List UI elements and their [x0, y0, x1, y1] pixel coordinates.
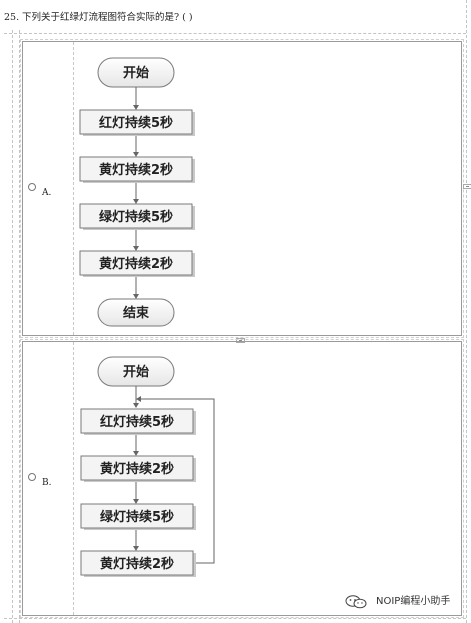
- option-a-label: A.: [42, 188, 52, 198]
- flow-a-step-4-shape: [79, 250, 193, 276]
- flow-b-start-label: 开始: [123, 364, 149, 380]
- flow-a-step-2-shape: [79, 156, 193, 182]
- question-row: 25. 下列关于红绿灯流程图符合实际的是? ( ): [4, 10, 464, 26]
- flow-a-step-3-label: 绿灯持续5秒: [99, 209, 173, 225]
- margin-guide-left: [12, 30, 13, 623]
- flow-a-arrowhead-2: [133, 152, 139, 157]
- option-b-label: B.: [42, 478, 52, 488]
- flow-a-arrowhead-3: [133, 199, 139, 204]
- flow-a-step-1-shape: [79, 109, 193, 135]
- margin-guide-bottom: [4, 618, 466, 619]
- flow-a-step-3-shape: [79, 203, 193, 229]
- flow-b-arrowhead-1: [133, 403, 139, 408]
- resize-handle-right[interactable]: [463, 184, 471, 189]
- flow-a-arrowhead-5: [133, 294, 139, 299]
- flow-a-step-2-label: 黄灯持续2秒: [99, 162, 173, 178]
- flow-a-end-label: 结束: [123, 305, 150, 321]
- flow-b-step-2-shape: [80, 455, 194, 481]
- flow-b-step-4-shape: [80, 550, 194, 576]
- question-text: 下列关于红绿灯流程图符合实际的是? ( ): [22, 12, 193, 23]
- option-a[interactable]: A. 开始 红灯持续5秒 黄灯持续2秒 绿灯持续5秒: [20, 39, 464, 338]
- flow-b-loop-line: [136, 398, 215, 564]
- flow-b-arrowhead-4: [133, 546, 139, 551]
- watermark-text: NOIP编程小助手: [376, 596, 451, 607]
- flowchart-b: 开始 红灯持续5秒 黄灯持续2秒 绿灯持续5秒 黄灯持续2秒: [80, 356, 215, 577]
- option-b-label-cell: B.: [23, 342, 74, 615]
- flow-b-step-4-label: 黄灯持续2秒: [100, 556, 174, 572]
- flow-a-end-shape: [97, 298, 175, 327]
- wechat-icon: [345, 595, 367, 609]
- question-number: 25.: [4, 12, 20, 23]
- margin-guide-right: [466, 0, 467, 623]
- flow-a-step-1-label: 红灯持续5秒: [99, 115, 173, 131]
- flow-b-step-3-label: 绿灯持续5秒: [100, 509, 174, 525]
- flow-b-step-1-shape: [80, 408, 194, 434]
- flow-a-start-label: 开始: [123, 65, 149, 81]
- flow-b-loop-arrowhead: [136, 396, 141, 402]
- option-b-radio[interactable]: [28, 473, 36, 481]
- margin-guide-top: [4, 33, 466, 34]
- flow-b-step-2-label: 黄灯持续2秒: [100, 461, 174, 477]
- flow-b-arrowhead-3: [133, 499, 139, 504]
- option-a-radio[interactable]: [28, 183, 36, 191]
- option-b[interactable]: B. 开始 红灯持续5秒 黄灯持续2秒 绿灯持续5秒: [20, 339, 464, 618]
- flowchart-a: 开始 红灯持续5秒 黄灯持续2秒 绿灯持续5秒 黄灯持续2秒 结束: [79, 57, 195, 327]
- margin-guide-left-inner: [19, 30, 20, 623]
- flow-a-arrowhead-1: [133, 105, 139, 110]
- flow-b-step-1-label: 红灯持续5秒: [100, 414, 174, 430]
- flow-a-arrowhead-4: [133, 246, 139, 251]
- flow-b-step-3-shape: [80, 503, 194, 529]
- option-a-label-cell: A.: [23, 42, 74, 335]
- flow-b-arrowhead-2: [133, 451, 139, 456]
- flow-a-step-4-label: 黄灯持续2秒: [99, 256, 173, 272]
- resize-handle-middle[interactable]: [236, 338, 245, 343]
